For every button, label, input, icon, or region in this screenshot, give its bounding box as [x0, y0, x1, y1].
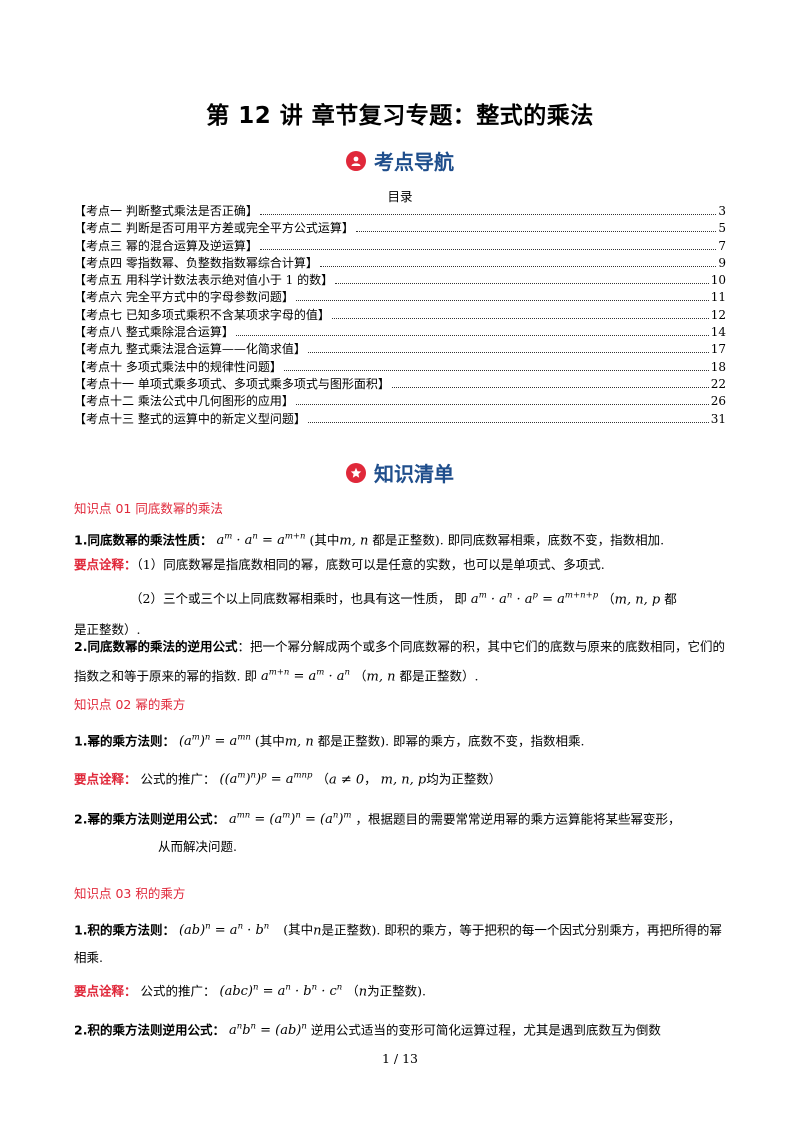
toc-label: 【考点六 完全平方式中的字母参数问题】 [74, 290, 294, 305]
toc-leader-dots [235, 335, 709, 337]
toc-leader-dots [259, 248, 717, 250]
toc-page-number: 26 [710, 394, 726, 409]
formula: am · an = am+n [216, 532, 306, 549]
toc-page-number: 12 [710, 307, 726, 322]
knowledge-point-03-title: 知识点 03 积的乘方 [74, 886, 186, 901]
toc-label: 【考点四 零指数幂、负整数指数幂综合计算】 [74, 255, 318, 270]
toc-leader-dots [259, 214, 717, 215]
toc-page-number: 22 [710, 376, 726, 391]
kp02-note: 要点诠释： 公式的推广： ((am)n)p = amnp （a ≠ 0， m, … [74, 771, 502, 788]
toc-label: 【考点五 用科学计数法表示绝对值小于 1 的数】 [74, 273, 334, 288]
toc-leader-dots [307, 352, 709, 354]
section-heading-knowledge-list: 知识清单 [0, 458, 800, 487]
formula: (am)n = amn [178, 733, 251, 750]
kp03-inverse-formula: 2.积的乘方法则逆用公式： anbn = (ab)n 逆用公式适当的变形可简化运… [74, 1022, 661, 1039]
toc-row[interactable]: 【考点十一 单项式乘多项式、多项式乘多项式与图形面积】 22 [74, 375, 726, 392]
note-label: 要点诠释： [74, 983, 137, 999]
toc-label: 【考点二 判断是否可用平方差或完全平方公式运算】 [74, 221, 354, 236]
toc-row[interactable]: 【考点三 幂的混合运算及逆运算】 7 [74, 237, 726, 254]
toc-row[interactable]: 【考点二 判断是否可用平方差或完全平方公式运算】 5 [74, 219, 726, 236]
kp01-note-1: 要点诠释：（1）同底数幂是指底数相同的幂，底数可以是任意的实数，也可以是单项式、… [74, 557, 605, 572]
toc-page-number: 14 [710, 325, 726, 340]
formula: am+n = am · an [260, 668, 350, 685]
knowledge-point-02-title: 知识点 02 幂的乘方 [74, 697, 186, 712]
toc-leader-dots [331, 317, 709, 319]
kp01-property: 1.同底数幂的乘法性质： am · an = am+n (其中m, n 都是正整… [74, 532, 665, 549]
toc-page-number: 7 [718, 238, 726, 253]
toc-row[interactable]: 【考点九 整式乘法混合运算——化简求值】 17 [74, 340, 726, 357]
toc-page-number: 17 [710, 342, 726, 357]
kp02-inverse-formula: 2.幂的乘方法则逆用公式： amn = (am)n = (an)m ，根据题目的… [74, 811, 681, 855]
toc-page-number: 18 [710, 359, 726, 374]
toc-leader-dots [335, 283, 709, 285]
toc-page-number: 5 [718, 221, 726, 236]
toc-row[interactable]: 【考点十二 乘法公式中几何图形的应用】 26 [74, 392, 726, 409]
toc-row[interactable]: 【考点一 判断整式乘法是否正确】 3 [74, 202, 726, 219]
kp03-note: 要点诠释： 公式的推广： (abc)n = an · bn · cn （n为正整… [74, 983, 426, 1000]
toc-leader-dots [307, 421, 709, 423]
kp01-note-2: （2）三个或三个以上同底数幂相乘时，也具有这一性质， 即 am · an · a… [74, 591, 677, 638]
note-label: 要点诠释： [74, 771, 137, 787]
formula: anbn = (ab)n [228, 1022, 307, 1039]
toc-label: 【考点十三 整式的运算中的新定义型问题】 [74, 411, 306, 426]
toc-label: 【考点九 整式乘法混合运算——化简求值】 [74, 342, 306, 357]
note-label: 要点诠释： [74, 557, 137, 572]
section-heading-text: 考点导航 [374, 150, 454, 174]
toc-leader-dots [295, 300, 709, 302]
toc-page-number: 10 [710, 273, 726, 288]
toc-leader-dots [355, 231, 717, 233]
toc-label: 【考点七 已知多项式乘积不含某项求字母的值】 [74, 307, 330, 322]
document-title: 第 12 讲 章节复习专题：整式的乘法 [206, 103, 594, 129]
toc-page-number: 3 [718, 204, 726, 218]
formula: (abc)n = an · bn · cn [219, 983, 343, 1000]
toc-leader-dots [283, 369, 709, 371]
formula: (ab)n = an · bn [178, 922, 270, 939]
toc-row[interactable]: 【考点八 整式乘除混合运算】 14 [74, 323, 726, 340]
section-heading-exam-nav: 考点导航 [0, 146, 800, 175]
toc-page-number: 31 [710, 411, 726, 426]
toc-label: 【考点三 幂的混合运算及逆运算】 [74, 238, 258, 253]
toc-row[interactable]: 【考点十三 整式的运算中的新定义型问题】 31 [74, 410, 726, 427]
toc-page-number: 11 [710, 290, 726, 305]
toc-label: 【考点十 多项式乘法中的规律性问题】 [74, 359, 282, 374]
user-icon [346, 150, 366, 171]
toc-row[interactable]: 【考点十 多项式乘法中的规律性问题】 18 [74, 358, 726, 375]
kp03-rule: 1.积的乘方法则： (ab)n = an · bn (其中n是正整数). 即积的… [74, 922, 722, 966]
toc-row[interactable]: 【考点六 完全平方式中的字母参数问题】 11 [74, 288, 726, 305]
kp02-rule: 1.幂的乘方法则： (am)n = amn (其中m, n 都是正整数). 即幂… [74, 733, 585, 750]
kp01-inverse-formula: 2.同底数幂的乘法的逆用公式：把一个幂分解成两个或多个同底数幂的积，其中它们的底… [74, 639, 725, 685]
toc-leader-dots [391, 386, 709, 388]
toc-page-number: 9 [718, 255, 726, 270]
star-icon [346, 462, 366, 483]
toc-label: 【考点八 整式乘除混合运算】 [74, 325, 234, 340]
formula: amn = (am)n = (an)m [228, 811, 352, 828]
toc-row[interactable]: 【考点七 已知多项式乘积不含某项求字母的值】 12 [74, 306, 726, 323]
formula: ((am)n)p = amnp [219, 771, 313, 788]
toc-label: 【考点一 判断整式乘法是否正确】 [74, 204, 258, 218]
toc-leader-dots [319, 265, 717, 267]
toc-title: 目录 [387, 189, 413, 204]
toc-leader-dots [295, 404, 709, 406]
toc-row[interactable]: 【考点四 零指数幂、负整数指数幂综合计算】 9 [74, 254, 726, 271]
toc-label: 【考点十二 乘法公式中几何图形的应用】 [74, 394, 294, 409]
formula: am · an · ap = am+n+p [470, 591, 599, 608]
page-number: 1 / 13 [381, 1051, 419, 1066]
section-heading-text: 知识清单 [374, 462, 454, 486]
knowledge-point-01-title: 知识点 01 同底数幂的乘法 [74, 501, 223, 516]
table-of-contents: 【考点一 判断整式乘法是否正确】3【考点二 判断是否可用平方差或完全平方公式运算… [74, 202, 726, 427]
toc-label: 【考点十一 单项式乘多项式、多项式乘多项式与图形面积】 [74, 376, 390, 391]
toc-row[interactable]: 【考点五 用科学计数法表示绝对值小于 1 的数】 10 [74, 271, 726, 288]
